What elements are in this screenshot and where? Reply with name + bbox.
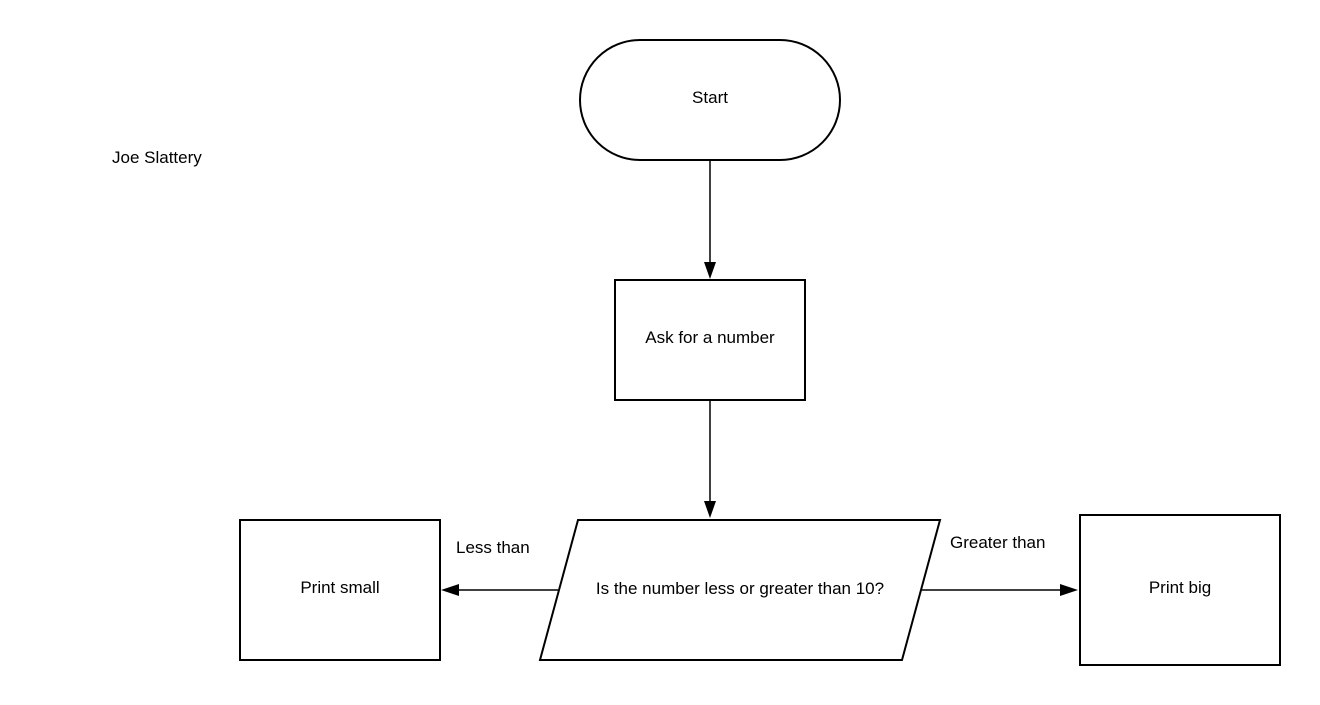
connector-ask-to-decision (704, 400, 716, 518)
decision-node-label: Is the number less or greater than 10? (596, 579, 884, 598)
arrowhead-right (1060, 584, 1078, 596)
arrowhead-down (704, 262, 716, 279)
ask-process-shape (614, 279, 806, 401)
connector-start-to-ask (704, 160, 716, 279)
decision-node[interactable]: Is the number less or greater than 10? (538, 519, 942, 661)
print-big-process-shape (1079, 514, 1281, 666)
start-node[interactable]: Start (579, 39, 841, 161)
decision-parallelogram-shape (538, 519, 942, 661)
author-label: Joe Slattery (112, 148, 202, 167)
arrowhead-left (441, 584, 459, 596)
ask-node-label: Ask for a number (645, 328, 775, 347)
greater-than-edge-label: Greater than (950, 533, 1045, 552)
connector-decision-to-small (441, 584, 558, 596)
less-than-edge-label: Less than (456, 538, 530, 557)
print-small-node[interactable]: Print small (239, 519, 441, 661)
ask-node[interactable]: Ask for a number (614, 279, 806, 401)
connector-decision-to-big (921, 584, 1078, 596)
arrowhead-down (704, 501, 716, 518)
print-big-node[interactable]: Print big (1079, 514, 1281, 666)
print-small-node-label: Print small (300, 578, 379, 597)
print-big-node-label: Print big (1149, 578, 1211, 597)
start-node-label: Start (692, 88, 728, 107)
print-small-process-shape (239, 519, 441, 661)
